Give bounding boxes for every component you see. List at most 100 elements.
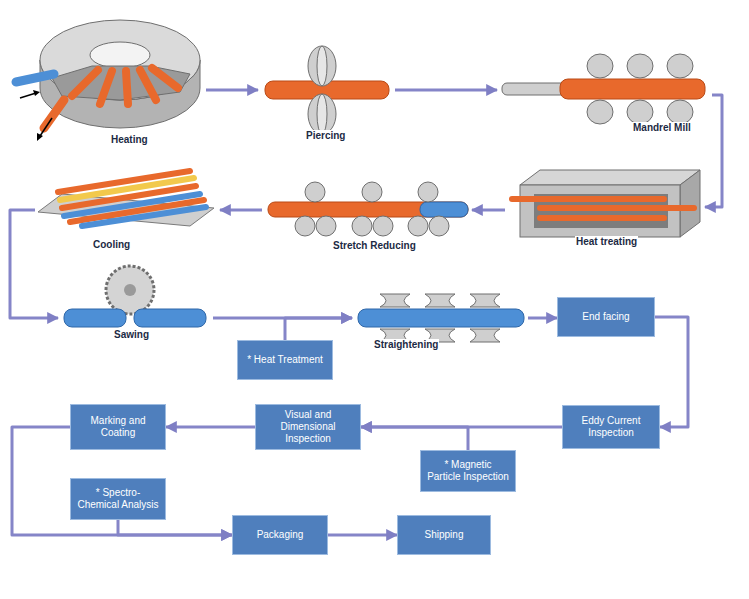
straightening-machine-part-part: [380, 294, 410, 307]
heat-treating-furnace-part: [520, 170, 700, 185]
heat-treating-furnace-part-part: [540, 215, 664, 221]
step-illustration: Heating: [38, 10, 206, 150]
step-text: * Magnetic Particle Inspection: [427, 459, 509, 483]
process-box: Eddy Current Inspection: [562, 405, 660, 449]
flow-arrow: [10, 210, 58, 318]
step-label: Straightening: [373, 339, 439, 351]
step-label: Piercing: [305, 130, 346, 142]
stretch-reducing-mill-part: [295, 182, 449, 236]
step-illustration: Mandrel Mill: [497, 45, 712, 135]
rotary-furnace-part: [52, 66, 190, 100]
step-illustration: Heat treating: [505, 165, 705, 250]
flow-arrow: [472, 209, 505, 212]
heat-treating-furnace: [512, 170, 700, 237]
cooling-bed: [38, 171, 214, 226]
step-text: End facing: [582, 311, 629, 323]
stretch-reducing-mill-part-part: [305, 182, 325, 202]
cold-saw-part: [124, 284, 136, 296]
process-box: End facing: [557, 297, 655, 337]
step-illustration: Straightening: [352, 288, 528, 352]
stretch-reducing-mill-part: [420, 202, 468, 217]
rotary-furnace-part: [20, 93, 36, 98]
piercing-mill-part: [308, 94, 336, 134]
step-label: Heat treating: [575, 236, 638, 248]
straightening-machine-part: [380, 294, 500, 342]
mandrel-mill-part: [587, 54, 693, 124]
step-illustration: Sawing: [58, 262, 213, 342]
mandrel-mill-part-part: [627, 100, 653, 124]
step-illustration: Piercing: [258, 35, 395, 145]
rotary-furnace-part-part: [72, 70, 98, 96]
rotary-furnace-part: [44, 100, 64, 128]
step-label: Heating: [110, 134, 149, 146]
flow-arrow: [528, 317, 557, 320]
flow-arrow: [206, 89, 258, 92]
mandrel-mill-part-part: [587, 100, 613, 124]
cooling-bed-part: [58, 171, 206, 226]
step-text: Eddy Current Inspection: [569, 415, 653, 439]
rotary-furnace-part-part: [100, 71, 112, 104]
optional-step-box: * Heat Treatment: [237, 340, 333, 380]
rotary-furnace-part: [16, 74, 54, 82]
mandrel-mill-part: [560, 79, 705, 99]
cooling-bed-part-part: [58, 171, 190, 192]
step-text: * Spectro-Chemical Analysis: [77, 487, 159, 511]
rotary-furnace-part-part: [126, 71, 128, 104]
step-label: Stretch Reducing: [332, 240, 417, 252]
straightening-machine-part-part: [470, 294, 500, 307]
stretch-reducing-mill-part: [268, 202, 468, 217]
stretch-reducing-mill: [268, 182, 468, 236]
optional-step-box: * Magnetic Particle Inspection: [420, 450, 516, 492]
stretch-reducing-mill-part-part: [362, 182, 382, 202]
stretch-reducing-mill-part-part: [352, 216, 372, 236]
rotary-furnace-part: [40, 118, 52, 136]
flow-arrow: [395, 89, 497, 92]
rotary-furnace-part-part: [152, 68, 178, 88]
cold-saw-part: [106, 266, 154, 314]
stretch-reducing-mill-part-part: [373, 216, 393, 236]
straightening-machine: [358, 294, 524, 342]
process-box: Visual and Dimensional Inspection: [255, 404, 361, 450]
stretch-reducing-mill-part-part: [418, 182, 438, 202]
straightening-machine-part-part: [425, 294, 455, 307]
mandrel-mill-part-part: [667, 54, 693, 78]
stretch-reducing-mill-part-part: [316, 216, 336, 236]
rotary-furnace-part: [37, 133, 43, 141]
rotary-furnace-part-part: [140, 70, 156, 100]
mandrel-mill: [502, 54, 705, 124]
step-label: Cooling: [92, 239, 131, 251]
step-text: Marking and Coating: [77, 415, 159, 439]
mandrel-mill-part-part: [587, 54, 613, 78]
step-text: * Heat Treatment: [247, 354, 323, 366]
step-text: Visual and Dimensional Inspection: [262, 409, 354, 445]
piercing-mill-part: [317, 94, 327, 134]
heat-treating-furnace-part: [680, 170, 700, 237]
heat-treating-furnace-part-part: [540, 205, 694, 211]
process-box: Shipping: [397, 515, 491, 555]
step-illustration: Stretch Reducing: [262, 180, 472, 252]
cold-saw: [64, 266, 206, 327]
heat-treating-furnace-part: [512, 199, 694, 218]
rotary-furnace: [16, 20, 200, 141]
rotary-furnace-part: [40, 20, 200, 100]
cold-saw-part: [134, 309, 206, 327]
straightening-machine-part: [358, 309, 524, 327]
flow-arrow: [361, 427, 468, 450]
rotary-furnace-part: [33, 90, 40, 96]
optional-step-box: * Spectro-Chemical Analysis: [70, 478, 166, 520]
flow-arrow: [118, 520, 232, 535]
cold-saw-part: [64, 309, 126, 327]
stretch-reducing-mill-part-part: [295, 216, 315, 236]
heat-treating-furnace-part-part: [512, 196, 664, 202]
process-box: Marking and Coating: [70, 404, 166, 450]
flow-arrow: [285, 318, 352, 340]
flow-arrow: [166, 426, 255, 429]
piercing-mill-part: [317, 46, 327, 86]
flow-arrow: [705, 95, 722, 207]
step-text: Shipping: [425, 529, 464, 541]
stretch-reducing-mill-part-part: [408, 216, 428, 236]
piercing-mill-part: [308, 46, 336, 86]
flow-arrow: [328, 534, 397, 537]
mandrel-mill-part-part: [627, 54, 653, 78]
step-label: Sawing: [113, 329, 150, 341]
